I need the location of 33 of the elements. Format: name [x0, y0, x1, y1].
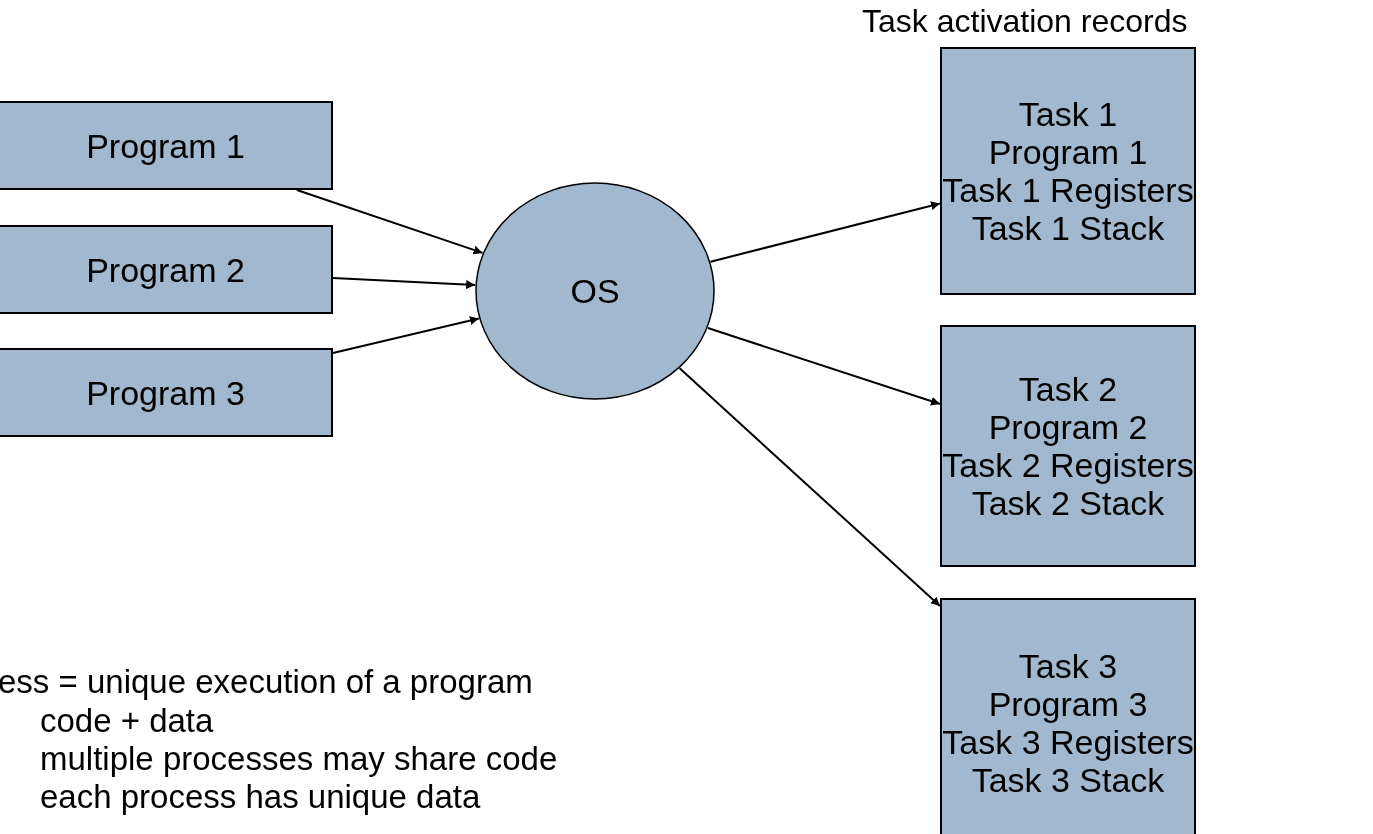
arrow	[678, 367, 941, 608]
bullet-text: code + data	[40, 702, 214, 740]
node-text: Program 3	[86, 373, 245, 412]
program-box	[0, 348, 333, 437]
node-text: Program 2	[988, 408, 1148, 446]
node-text: Program 2	[86, 250, 245, 289]
node-text: Task 1 Stack	[971, 209, 1165, 247]
node-text: Task 1 Registers	[942, 171, 1194, 209]
node-text: Task 1	[1018, 95, 1118, 133]
os-ellipse	[475, 182, 715, 400]
note-text: ess = unique execution of a program	[0, 663, 533, 701]
program-box	[0, 225, 333, 314]
arrow	[332, 276, 477, 290]
node-text: Task 3	[1018, 647, 1118, 685]
arrow	[332, 316, 480, 354]
arrow	[295, 189, 484, 255]
node-text: Task 2 Registers	[942, 446, 1194, 484]
group-heading: Task activation records	[862, 3, 1188, 40]
node-text: Program 3	[988, 685, 1148, 723]
bullet-text: each process has unique data	[40, 778, 481, 816]
task-record-box	[940, 598, 1196, 834]
arrow	[709, 201, 941, 263]
bullet-text: multiple processes may share code	[40, 740, 558, 778]
node-text: Program 1	[86, 126, 245, 165]
arrow	[706, 327, 941, 406]
program-box	[0, 101, 333, 190]
node-text: Task 2	[1018, 370, 1118, 408]
node-text: OS	[570, 272, 620, 310]
node-text: Task 3 Stack	[971, 761, 1165, 799]
task-record-box	[940, 325, 1196, 567]
node-text: Task 2 Stack	[971, 484, 1165, 522]
node-text: Program 1	[988, 133, 1148, 171]
node-text: Task 3 Registers	[942, 723, 1194, 761]
